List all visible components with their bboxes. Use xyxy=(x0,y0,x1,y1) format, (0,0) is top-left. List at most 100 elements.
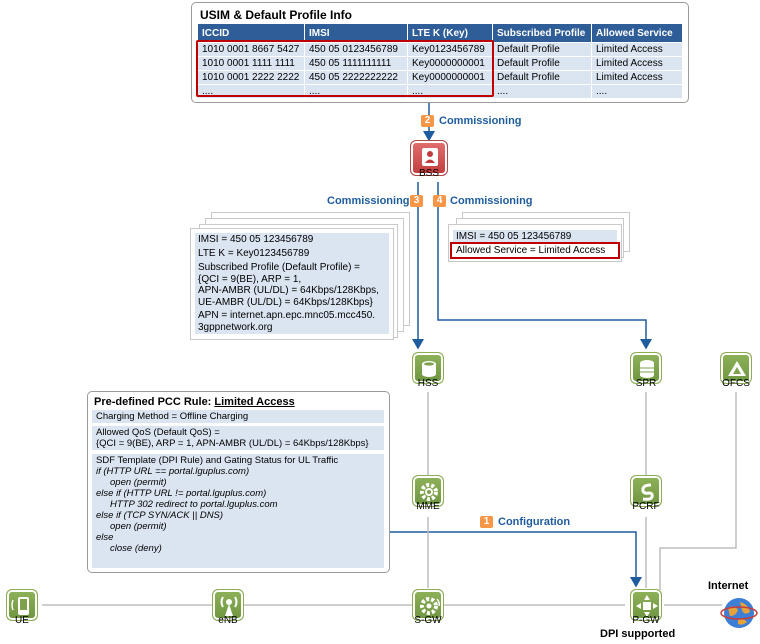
spr-node xyxy=(630,352,662,384)
usim-panel-title: USIM & Default Profile Info xyxy=(200,8,353,22)
table-cell: Default Profile xyxy=(493,43,591,56)
table-cell: 1010 0001 2222 2222 xyxy=(198,71,304,84)
subscriber-card-icon xyxy=(422,148,438,166)
internet-label: Internet xyxy=(708,580,749,592)
sdf-rule-line: else if (HTTP URL != portal.lguplus.com) xyxy=(96,488,267,499)
spr-imsi: IMSI = 450 05 123456789 xyxy=(453,230,617,244)
step-badge-3: 3 xyxy=(410,195,423,207)
table-cell: .... xyxy=(408,85,492,98)
antenna-icon xyxy=(220,596,238,616)
table-cell: .... xyxy=(592,85,682,98)
step-label-2: Commissioning xyxy=(439,115,522,127)
column-header-subscribed-profile: Subscribed Profile xyxy=(493,24,591,42)
step-label-1: Configuration xyxy=(498,516,571,528)
pcc-rule-name: Limited Access xyxy=(214,396,295,408)
table-cell: .... xyxy=(305,85,407,98)
table-cell: 1010 0001 1111 1111 xyxy=(198,57,304,70)
hss-imsi: IMSI = 450 05 123456789 xyxy=(195,233,389,247)
mobile-phone-icon xyxy=(11,597,29,615)
dpi-supported-label: DPI supported xyxy=(600,628,676,640)
gateway-arrows-icon xyxy=(636,595,658,617)
step-badge-1: 1 xyxy=(480,516,493,528)
table-cell: Key0000000001 xyxy=(408,57,492,70)
policy-icon xyxy=(641,483,654,501)
globe-icon xyxy=(720,598,758,628)
step-badge-4: 4 xyxy=(433,195,446,207)
mme-label: MME xyxy=(416,501,440,512)
step-label-3: Commissioning xyxy=(327,195,410,207)
bss-node xyxy=(410,140,448,176)
hss-subscribed-profile: Subscribed Profile (Default Profile) = {… xyxy=(195,261,389,309)
step-label-4: Commissioning xyxy=(450,195,533,207)
commissioning-arrow-4 xyxy=(437,182,652,350)
column-header-iccid: ICCID xyxy=(198,24,304,42)
pgw-label: P-GW xyxy=(632,615,660,626)
mme-node xyxy=(412,475,444,507)
sdf-rule-line: close (deny) xyxy=(110,543,162,554)
charging-pyramid-icon xyxy=(728,361,746,376)
gateway-gear-icon xyxy=(420,597,440,615)
pgw-node xyxy=(630,589,662,621)
table-row: 1010 0001 2222 2222 450 05 2222222222 Ke… xyxy=(198,71,682,84)
table-cell: 450 05 2222222222 xyxy=(305,71,407,84)
sdf-rule-line: open (permit) xyxy=(110,521,167,532)
ofcs-label: OFCS xyxy=(722,378,750,389)
database-icon xyxy=(640,360,654,378)
usim-table: ICCID IMSI LTE K (Key) Subscribed Profil… xyxy=(197,23,683,99)
spr-allowed-service: Allowed Service = Limited Access xyxy=(450,242,620,259)
pcc-qos-line: {QCI = 9(BE), ARP = 1, APN-AMBR (UL/DL) … xyxy=(96,438,369,449)
pcc-sdf-template: SDF Template (DPI Rule) and Gating Statu… xyxy=(92,454,384,568)
table-cell: Limited Access xyxy=(592,43,682,56)
sdf-rule-line: else if (TCP SYN/ACK || DNS) xyxy=(96,510,224,521)
ue-label: UE xyxy=(15,615,29,626)
table-row: 1010 0001 8667 5427 450 05 0123456789 Ke… xyxy=(198,43,682,56)
table-row: .... .... .... .... .... xyxy=(198,85,682,98)
table-cell: Key0000000001 xyxy=(408,71,492,84)
sdf-rule-line: if (HTTP URL == portal.lguplus.com) xyxy=(96,466,250,477)
ofcs-node xyxy=(720,352,752,384)
pcc-title-prefix: Pre-defined PCC Rule: xyxy=(94,396,215,408)
sdf-rule-line: HTTP 302 redirect to portal.lguplus.com xyxy=(110,499,278,510)
table-cell: Default Profile xyxy=(493,57,591,70)
pcc-allowed-qos: Allowed QoS (Default QoS) = {QCI = 9(BE)… xyxy=(92,426,384,450)
hss-ltek: LTE K = Key0123456789 xyxy=(195,247,389,261)
table-cell: Key0123456789 xyxy=(408,43,492,56)
column-header-lte-k: LTE K (Key) xyxy=(408,24,492,42)
table-cell: 450 05 0123456789 xyxy=(305,43,407,56)
ue-node xyxy=(6,589,38,621)
table-cell: 450 05 1111111111 xyxy=(305,57,407,70)
hss-subscriber-info: IMSI = 450 05 123456789 LTE K = Key01234… xyxy=(190,228,394,340)
column-header-imsi: IMSI xyxy=(305,24,407,42)
configuration-arrow-1 xyxy=(390,531,642,588)
spr-label: SPR xyxy=(635,378,657,389)
sdf-rule-line: else xyxy=(96,532,114,543)
enb-label: eNB xyxy=(218,615,238,626)
table-cell: Limited Access xyxy=(592,57,682,70)
sgw-label: S-GW xyxy=(414,615,442,626)
bss-label: BSS xyxy=(418,168,439,179)
hss-label: HSS xyxy=(417,378,439,389)
gear-icon xyxy=(420,483,438,501)
table-cell: .... xyxy=(198,85,304,98)
pcc-rule-title: Pre-defined PCC Rule: Limited Access xyxy=(94,396,295,408)
usim-highlight-frame xyxy=(196,40,494,97)
pcc-charging-method: Charging Method = Offline Charging xyxy=(92,410,384,423)
step-badge-2: 2 xyxy=(421,115,434,127)
database-icon xyxy=(422,361,436,377)
sdf-rule-line: open (permit) xyxy=(110,477,167,488)
table-row: 1010 0001 1111 1111 450 05 1111111111 Ke… xyxy=(198,57,682,70)
sgw-node xyxy=(412,589,444,621)
pcrf-node xyxy=(630,475,662,507)
table-cell: 1010 0001 8667 5427 xyxy=(198,43,304,56)
pcrf-label: PCRF xyxy=(632,501,660,512)
pcc-qos-line: Allowed QoS (Default QoS) = xyxy=(96,427,220,438)
hss-node xyxy=(412,352,444,384)
enb-node xyxy=(212,589,244,621)
table-cell: .... xyxy=(493,85,591,98)
column-header-allowed-service: Allowed Service xyxy=(592,24,682,42)
pcc-sdf-header: SDF Template (DPI Rule) and Gating Statu… xyxy=(96,455,339,466)
hss-apn: APN = internet.apn.epc.mnc05.mcc450. 3gp… xyxy=(195,309,389,334)
table-cell: Default Profile xyxy=(493,71,591,84)
